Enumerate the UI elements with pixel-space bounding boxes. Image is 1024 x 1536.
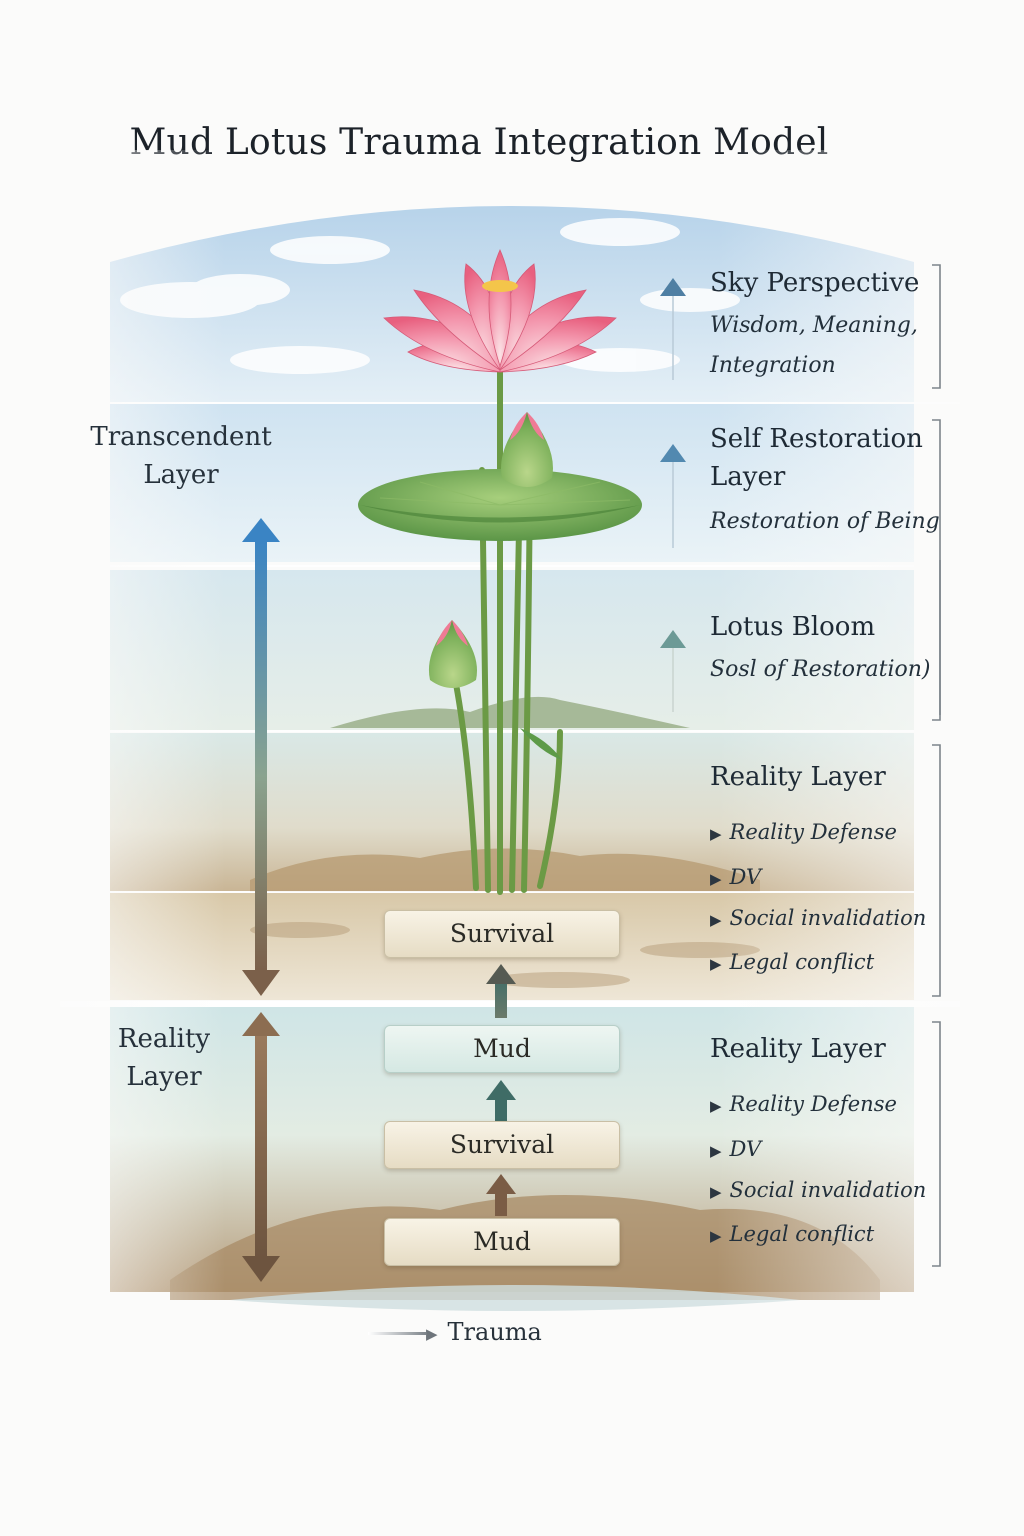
self-restoration-heading-2: Layer (710, 458, 785, 496)
bullet-dv-upper: ▶DV (710, 865, 761, 889)
stage-box-mud-lower: Mud (384, 1218, 620, 1266)
bullet-legal-conflict-lower: ▶Legal conflict (710, 1222, 874, 1246)
self-restoration-sub: Restoration of Being (710, 502, 940, 542)
right-triangle-icon: ▶ (710, 1097, 722, 1115)
right-triangle-icon: ▶ (710, 1183, 722, 1201)
bullet-legal-conflict-upper: ▶Legal conflict (710, 950, 874, 974)
reality-layer-heading-upper: Reality Layer (710, 758, 886, 796)
transcendent-layer-label: Transcendent Layer (76, 418, 286, 494)
reality-layer-heading-lower: Reality Layer (710, 1030, 886, 1068)
trauma-label: ▶Trauma (368, 1318, 542, 1346)
lotus-leaf (358, 469, 642, 541)
lotus-bloom-heading: Lotus Bloom (710, 608, 875, 646)
bullet-reality-defense-lower: ▶Reality Defense (710, 1092, 897, 1116)
sky-perspective-heading: Sky Perspective (710, 264, 919, 302)
lotus-bloom-sub: Sosl of Restoration) (710, 650, 930, 690)
stage-box-survival-upper: Survival (384, 910, 620, 958)
right-triangle-icon: ▶ (710, 870, 722, 888)
right-triangle-icon: ▶ (710, 955, 722, 973)
right-arrow-icon: ▶ (426, 1325, 438, 1343)
right-triangle-icon: ▶ (710, 911, 722, 929)
right-triangle-icon: ▶ (710, 1227, 722, 1245)
stage-box-survival-lower: Survival (384, 1121, 620, 1169)
bullet-dv-lower: ▶DV (710, 1137, 761, 1161)
sky-perspective-sub-1: Wisdom, Meaning, (710, 306, 918, 346)
self-restoration-heading-1: Self Restoration (710, 420, 923, 458)
bullet-social-invalidation-lower: ▶Social invalidation (710, 1178, 926, 1202)
stage-box-mud-upper: Mud (384, 1025, 620, 1073)
reality-layer-label: Reality Layer (94, 1020, 234, 1096)
bullet-reality-defense-upper: ▶Reality Defense (710, 820, 897, 844)
right-triangle-icon: ▶ (710, 1142, 722, 1160)
bullet-social-invalidation-upper: ▶Social invalidation (710, 906, 926, 930)
trauma-arrow-line (368, 1332, 426, 1335)
sky-perspective-sub-2: Integration (710, 346, 836, 386)
right-triangle-icon: ▶ (710, 825, 722, 843)
